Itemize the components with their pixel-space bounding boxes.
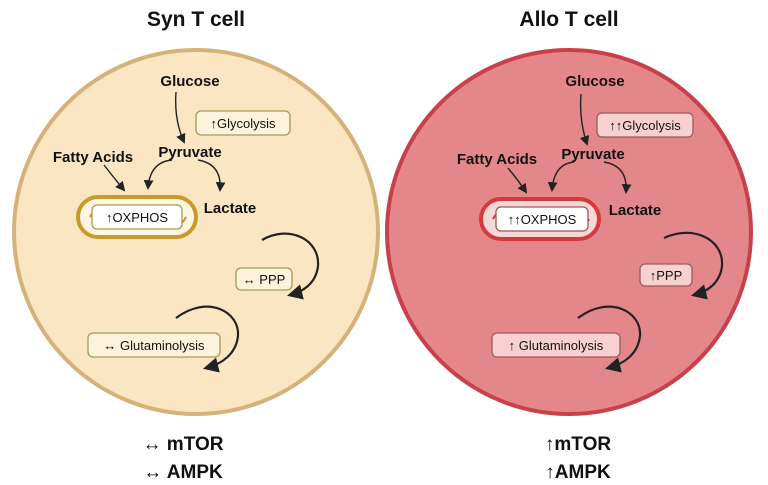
fatty-acids-label: Fatty Acids <box>457 151 537 168</box>
fatty-acids-to-oxphos-arrow <box>507 167 528 194</box>
glycolysis-box <box>596 112 694 138</box>
pyruvate-label: Pyruvate <box>158 144 221 161</box>
glycolysis-label: ↑Glycolysis <box>210 116 276 131</box>
mtor-label: ↔ mTOR <box>143 434 224 455</box>
oxphos-label: ↑OXPHOS <box>106 210 168 225</box>
oxphos-label: ↑↑OXPHOS <box>508 212 577 227</box>
ppp-box <box>235 267 293 291</box>
glucose-label: Glucose <box>565 73 624 90</box>
pyruvate-to-lactate-arrow <box>197 159 226 192</box>
lactate-label: Lactate <box>609 202 662 219</box>
glutaminolysis-box <box>491 332 621 358</box>
ampk-label: ↔ AMPK <box>143 462 223 483</box>
panel-title: Syn T cell <box>147 8 245 31</box>
fatty-acids-to-oxphos-arrow <box>103 164 126 192</box>
cell-body <box>12 48 380 416</box>
glutaminolysis-cycle-arrow <box>175 305 240 373</box>
glycolysis-box <box>195 110 291 136</box>
pyruvate-label: Pyruvate <box>561 146 624 163</box>
ppp-label: ↔ PPP <box>243 272 286 287</box>
panel-title: Allo T cell <box>519 8 618 31</box>
oxphos-box <box>91 204 183 230</box>
glycolysis-label: ↑↑Glycolysis <box>609 118 681 133</box>
ppp-cycle-arrow <box>663 231 724 300</box>
glucose-to-pyruvate-arrow <box>174 91 186 144</box>
ppp-label: ↑PPP <box>650 268 683 283</box>
glutaminolysis-label: ↑ Glutaminolysis <box>509 338 604 353</box>
fatty-acids-label: Fatty Acids <box>53 149 133 166</box>
ppp-cycle-arrow <box>261 232 320 300</box>
glutaminolysis-label: ↔ Glutaminolysis <box>103 338 205 353</box>
ampk-label: ↑AMPK <box>545 462 611 483</box>
pyruvate-to-lactate-arrow <box>603 161 632 194</box>
glucose-label: Glucose <box>160 73 219 90</box>
panel-syn-t-cell: Syn T cell Glucose Pyruvate Fatty Acids … <box>12 8 380 483</box>
pyruvate-to-oxphos-arrow <box>547 161 575 192</box>
glutaminolysis-cycle-arrow <box>577 305 642 373</box>
glutaminolysis-box <box>87 332 221 358</box>
lactate-label: Lactate <box>204 200 257 217</box>
oxphos-box <box>495 206 589 232</box>
glucose-to-pyruvate-arrow <box>579 93 590 146</box>
mtor-label: ↑mTOR <box>545 434 611 455</box>
ppp-box <box>639 263 693 287</box>
pyruvate-to-oxphos-arrow <box>143 159 173 190</box>
panel-allo-t-cell: Allo T cell Glucose Pyruvate Fatty Acids… <box>385 8 753 483</box>
